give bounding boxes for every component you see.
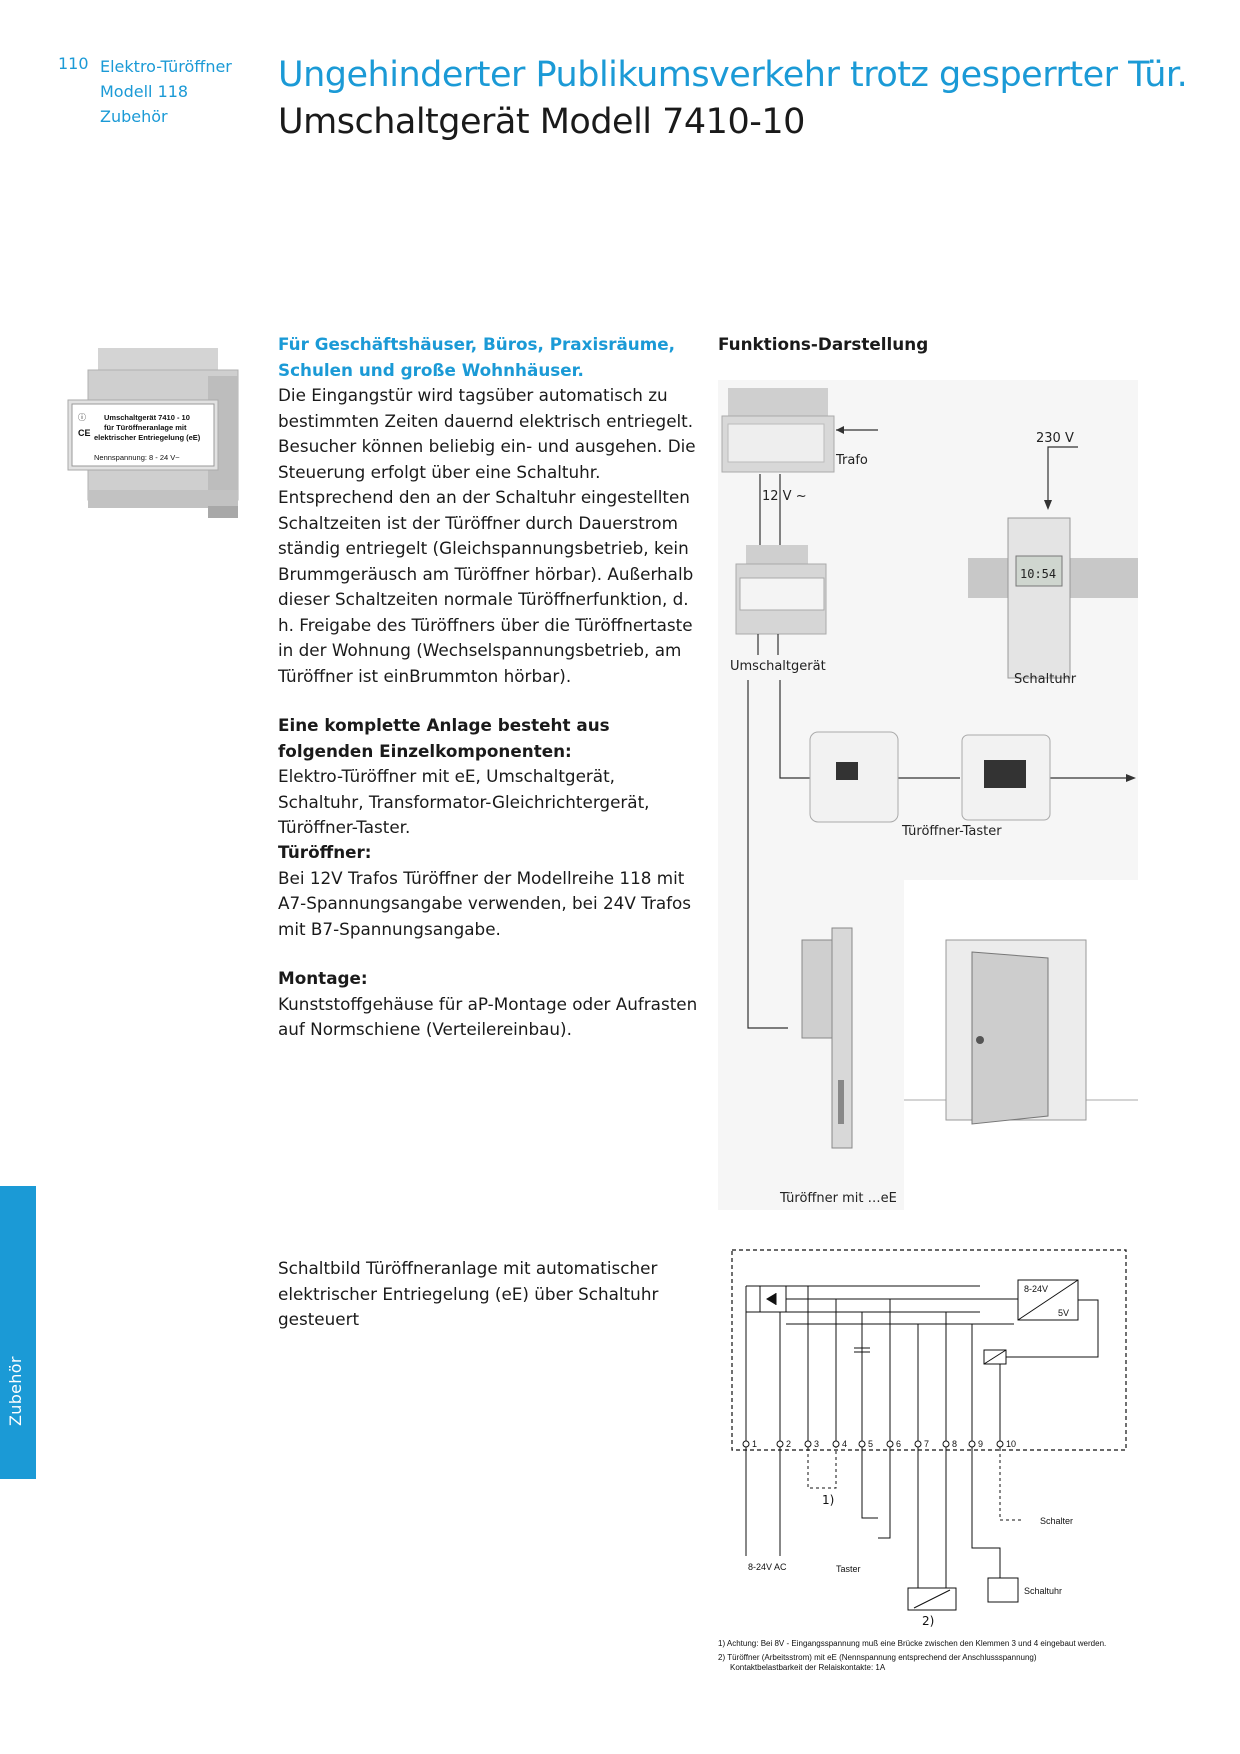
terminal-label: 2	[786, 1439, 791, 1449]
schematic-caption: Schaltbild Türöffneranlage mit automatis…	[278, 1258, 659, 1329]
schem-label-ref1: 1)	[822, 1493, 834, 1507]
page-title: Ungehinderter Publikumsverkehr trotz ges…	[278, 55, 1188, 95]
schem-label-schalter: Schalter	[1040, 1516, 1073, 1526]
schem-label-taster: Taster	[836, 1564, 861, 1574]
label-230v: 230 V	[1036, 431, 1074, 446]
door-illustration	[904, 880, 1138, 1210]
label-trafo: Trafo	[835, 453, 868, 468]
breadcrumb: Elektro-Türöffner Modell 118 Zubehör	[100, 54, 232, 129]
terminal-label: 7	[924, 1439, 929, 1449]
schem-footnote: 2) Türöffner (Arbeitsstrom) mit eE (Nenn…	[718, 1653, 1037, 1662]
intro-body: Die Eingangstür wird tagsüber automatisc…	[278, 385, 696, 686]
breadcrumb-item: Elektro-Türöffner	[100, 57, 232, 76]
label-schaltuhr: Schaltuhr	[1014, 672, 1077, 687]
components-heading: Eine komplette Anlage besteht aus folgen…	[278, 715, 610, 761]
terminal-label: 8	[952, 1439, 957, 1449]
page-subtitle: Umschaltgerät Modell 7410-10	[278, 102, 805, 142]
tueroeffner-device	[801, 927, 853, 1149]
trafo-device	[721, 388, 835, 473]
function-diagram-heading: Funktions-Darstellung	[718, 334, 929, 354]
product-photo: ⓘ CE Umschaltgerät 7410 - 10 für Türöffn…	[67, 348, 239, 518]
montage-heading: Montage:	[278, 968, 368, 988]
schem-footnote: 1) Achtung: Bei 8V - Eingangsspannung mu…	[718, 1639, 1106, 1648]
terminal-label: 10	[1006, 1439, 1016, 1449]
page-number: 110	[58, 54, 89, 73]
terminal-label: 1	[752, 1439, 757, 1449]
label-umschaltgeraet: Umschaltgerät	[730, 659, 826, 674]
intro-section: Für Geschäftshäuser, Büros, Praxisräume,…	[278, 332, 698, 689]
label-taster: Türöffner-Taster	[901, 824, 1002, 839]
product-label-line: elektrischer Entriegelung (eE)	[94, 433, 201, 442]
function-diagram: Trafo 230 V 12 V ~ Umschaltgerät 10:54 S…	[718, 380, 1138, 1210]
terminal-label: 6	[896, 1439, 901, 1449]
schem-label-schaltuhr: Schaltuhr	[1024, 1586, 1062, 1596]
schem-footnote: Kontaktbelastbarkeit der Relaiskontakte:…	[730, 1663, 886, 1672]
schem-label-ref2: 2)	[922, 1614, 934, 1628]
product-label-line: Umschaltgerät 7410 - 10	[104, 413, 190, 422]
product-label-line: für Türöffneranlage mit	[104, 423, 187, 432]
terminal-label: 4	[842, 1439, 847, 1449]
breadcrumb-item: Zubehör	[100, 107, 168, 126]
terminal-label: 3	[814, 1439, 819, 1449]
intro-heading: Für Geschäftshäuser, Büros, Praxisräume,…	[278, 334, 675, 380]
tueroeffner-heading: Türöffner:	[278, 842, 372, 862]
schem-label-5v: 5V	[1058, 1308, 1069, 1318]
components-body: Elektro-Türöffner mit eE, Umschaltgerät,…	[278, 766, 650, 837]
section-tab: Zubehör	[0, 1186, 36, 1479]
product-nennspannung: Nennspannung: 8 - 24 V~	[94, 453, 180, 462]
tueroeffner-body: Bei 12V Trafos Türöffner der Modellreihe…	[278, 867, 692, 939]
schem-label-8-24v: 8-24V	[1024, 1284, 1048, 1294]
components-section: Eine komplette Anlage besteht aus folgen…	[278, 713, 698, 841]
terminal-row: 1 2 3 4 5 6 7 8 9 10	[742, 1439, 1016, 1449]
svg-text:10:54: 10:54	[1020, 567, 1056, 581]
terminal-label: 5	[868, 1439, 873, 1449]
schem-label-ac: 8-24V AC	[748, 1562, 787, 1572]
label-tueroeffner: Türöffner mit …eE	[779, 1191, 897, 1206]
label-12v: 12 V ~	[762, 489, 807, 504]
svg-text:CE: CE	[78, 428, 91, 438]
taster-switch	[809, 731, 899, 823]
terminal-label: 9	[978, 1439, 983, 1449]
svg-text:ⓘ: ⓘ	[78, 413, 86, 422]
montage-body: Kunststoffgehäuse für aP-Montage oder Au…	[278, 993, 698, 1040]
taster-switch-display	[961, 734, 1051, 821]
montage-section: Montage: Kunststoffgehäuse für aP-Montag…	[278, 966, 698, 1043]
umschaltgeraet-device	[735, 545, 827, 635]
circuit-schematic: 8-24V 5V 1 2 3 4 5 6 7 8 9 10 1	[718, 1249, 1127, 1662]
section-tab-label: Zubehör	[6, 1356, 25, 1426]
breadcrumb-item: Modell 118	[100, 82, 189, 101]
schaltuhr-device: 10:54	[968, 517, 1138, 679]
tueroeffner-section: Türöffner: Bei 12V Trafos Türöffner der …	[278, 840, 698, 942]
